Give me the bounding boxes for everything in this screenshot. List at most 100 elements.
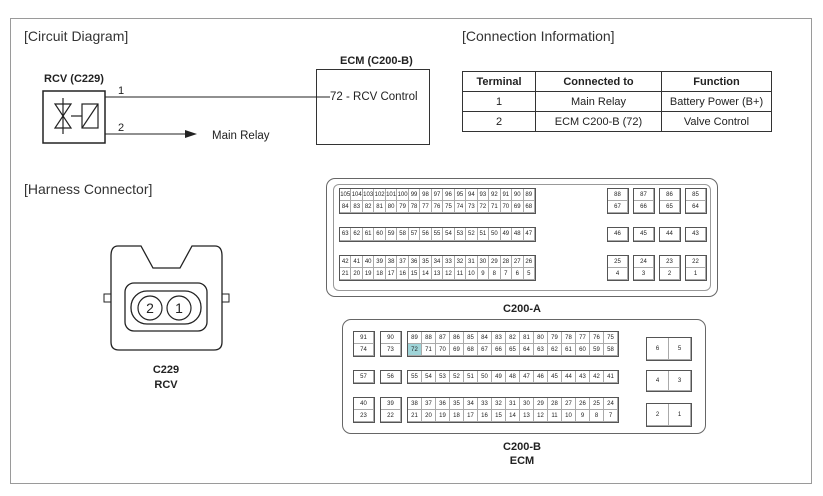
connector-pin: 29: [534, 398, 548, 410]
connector-pin: 63: [534, 344, 548, 356]
connector-pin: 61: [562, 344, 576, 356]
c200b-label: C200-B: [503, 441, 541, 453]
connector-pin: 9: [477, 268, 490, 280]
connector-pin: 5: [669, 338, 691, 360]
connector-pin: 66: [492, 344, 506, 356]
connector-pin: 23: [354, 410, 374, 422]
connector-pin: 80: [385, 201, 398, 213]
connector-pin: 80: [534, 332, 548, 344]
connector-pin: 44: [562, 371, 576, 383]
connector-pin: 3: [634, 268, 654, 280]
connector-pin: 45: [634, 228, 654, 241]
connector-pin: 38: [385, 256, 398, 268]
connector-pin: 15: [408, 268, 421, 280]
connector-pin: 31: [466, 256, 478, 268]
connector-pin: 40: [354, 398, 374, 410]
connector-pin: 44: [660, 228, 680, 241]
connector-pin: 46: [608, 228, 628, 241]
connector-pin: 59: [385, 228, 398, 241]
connector-pin: 82: [362, 201, 375, 213]
connector-pin: 25: [608, 256, 628, 268]
circuit-diagram-title: [Circuit Diagram]: [24, 28, 129, 44]
connector-pin: 55: [431, 228, 444, 241]
ecm-box: [316, 69, 430, 145]
connector-pin: 15: [492, 410, 506, 422]
connector-pin: 63: [340, 228, 352, 241]
c200b-sublabel: ECM: [509, 455, 535, 467]
connector-pin: 85: [464, 332, 478, 344]
c229-pin-2: 2: [146, 300, 154, 316]
connector-pin: 55: [408, 371, 422, 383]
connector-pin: 30: [520, 398, 534, 410]
connector-pin: 18: [374, 268, 386, 280]
connector-pin: 38: [408, 398, 422, 410]
table-cell: Valve Control: [661, 111, 772, 132]
connector-pin: 33: [478, 398, 492, 410]
c200a-label: C200-A: [503, 303, 541, 315]
connector-pin: 11: [548, 410, 562, 422]
connector-pin: 16: [478, 410, 492, 422]
connector-pin: 90: [512, 189, 524, 201]
connector-pin: 52: [466, 228, 478, 241]
harness-connector-title: [Harness Connector]: [24, 181, 153, 197]
connector-pin: 104: [351, 189, 363, 201]
connector-pin: 2: [660, 268, 680, 280]
connector-pin: 81: [374, 201, 386, 213]
connector-pin: 90: [381, 332, 401, 344]
connector-pin: 86: [450, 332, 464, 344]
connector-pin: 87: [634, 189, 654, 201]
connector-pin: 46: [534, 371, 548, 383]
connection-info-title: [Connection Information]: [462, 28, 615, 44]
connector-pin: 87: [436, 332, 450, 344]
connector-pin: 7: [500, 268, 513, 280]
connector-pin: 98: [420, 189, 432, 201]
connector-pin: 64: [520, 344, 534, 356]
connector-pin: 28: [500, 256, 513, 268]
connector-pin: 91: [500, 189, 513, 201]
connector-pin: 85: [686, 189, 706, 201]
connector-pin: 75: [443, 201, 455, 213]
connector-pin: 61: [362, 228, 375, 241]
ecm-pin-text: 72 - RCV Control: [330, 91, 418, 103]
connector-pin: 76: [590, 332, 604, 344]
main-relay-label: Main Relay: [212, 130, 270, 142]
connector-pin: 39: [374, 256, 386, 268]
connector-pin: 12: [534, 410, 548, 422]
connector-pin: 84: [340, 201, 352, 213]
connector-pin: 51: [477, 228, 490, 241]
connector-pin: 88: [608, 189, 628, 201]
connector-pin: 11: [454, 268, 467, 280]
table-header: Terminal: [462, 71, 536, 92]
connector-pin: 53: [454, 228, 467, 241]
connector-pin: 76: [431, 201, 444, 213]
connector-pin: 48: [506, 371, 520, 383]
connector-pin: 57: [408, 228, 421, 241]
connector-pin: 31: [506, 398, 520, 410]
connector-pin: 77: [420, 201, 432, 213]
connector-pin: 45: [548, 371, 562, 383]
c229-pin-1: 1: [175, 300, 183, 316]
connector-pin: 50: [478, 371, 492, 383]
connector-pin: 103: [362, 189, 375, 201]
connector-pin: 37: [397, 256, 409, 268]
connector-pin: 89: [408, 332, 422, 344]
connector-pin: 83: [492, 332, 506, 344]
connector-pin: 62: [351, 228, 363, 241]
connector-pin: 35: [420, 256, 432, 268]
c200a-outline: [326, 178, 718, 297]
connector-pin: 28: [548, 398, 562, 410]
connector-pin: 59: [590, 344, 604, 356]
connector-pin: 78: [562, 332, 576, 344]
connector-pin: 1: [686, 268, 706, 280]
